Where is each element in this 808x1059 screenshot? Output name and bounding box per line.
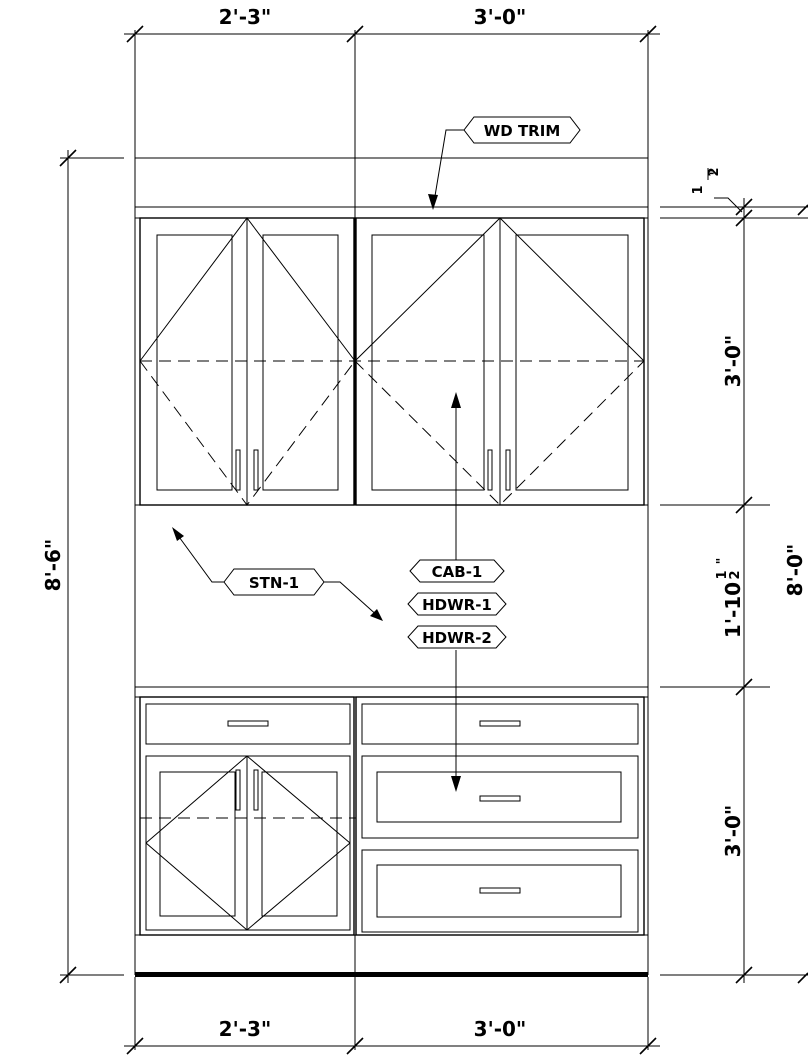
tag-hdwr2: HDWR-2 <box>407 625 507 649</box>
floor-base-line <box>135 972 648 977</box>
cab-leader <box>451 392 461 792</box>
tag-cab: CAB-1 <box>409 559 505 583</box>
right-dimensions: 1 " 2 3'-0" 1'-10 1 2 " 3'-0" 8'-0" <box>660 167 808 984</box>
dim-backsplash-den: 2 <box>728 570 743 579</box>
tag-stn: STN-1 <box>172 527 383 621</box>
cabinet-outline <box>134 157 649 977</box>
drawer-pull-4 <box>479 887 521 894</box>
upper-handle-1 <box>235 449 241 491</box>
lower-right-top-drawer <box>361 703 639 745</box>
dim-backsplash-num: 1 <box>715 570 730 579</box>
bottom-dimension: 2'-3" 3'-0" <box>124 977 660 1055</box>
upper-handle-2 <box>253 449 259 491</box>
drawer-pull-2 <box>479 720 521 727</box>
tag-wd-trim: WD TRIM <box>428 116 581 210</box>
dim-trim-frac-den: 2 <box>707 167 722 176</box>
dim-top-right: 3'-0" <box>474 5 527 29</box>
lower-right-middle-drawer <box>361 755 639 839</box>
tag-stn-label: STN-1 <box>249 574 299 592</box>
dim-backsplash-mark: " <box>715 558 730 565</box>
tag-cab-label: CAB-1 <box>432 563 483 581</box>
left-dimension: 8'-6" <box>41 149 124 984</box>
upper-handle-4 <box>505 449 511 491</box>
tag-hdwr2-label: HDWR-2 <box>422 629 492 647</box>
lower-left-drawer <box>145 703 351 745</box>
dim-trim-frac-num: 1 <box>691 185 706 194</box>
dim-bottom-left: 2'-3" <box>219 1017 272 1041</box>
dim-right-overall: 8'-0" <box>783 544 807 597</box>
lower-cabinets <box>139 696 645 936</box>
dim-upper-cab: 3'-0" <box>721 335 745 388</box>
upper-cabinets <box>139 217 645 506</box>
tag-hdwr1-label: HDWR-1 <box>422 596 492 614</box>
lower-handle-2 <box>253 769 259 811</box>
tag-hdwr1: HDWR-1 <box>407 592 507 616</box>
top-dimension: 2'-3" 3'-0" <box>124 5 660 505</box>
dim-top-left: 2'-3" <box>219 5 272 29</box>
dim-lower-cab: 3'-0" <box>721 805 745 858</box>
upper-handle-3 <box>487 449 493 491</box>
dim-bottom-right: 3'-0" <box>474 1017 527 1041</box>
dim-overall-height: 8'-6" <box>41 539 65 592</box>
tag-wd-trim-label: WD TRIM <box>484 122 561 140</box>
dim-trim-frac-mark: " <box>709 169 724 176</box>
drawer-pull-3 <box>479 795 521 802</box>
lower-right-bottom-drawer <box>361 849 639 933</box>
lower-handle-1 <box>235 769 241 811</box>
dim-backsplash: 1'-10 <box>721 582 745 638</box>
drawer-pull-1 <box>227 720 269 727</box>
